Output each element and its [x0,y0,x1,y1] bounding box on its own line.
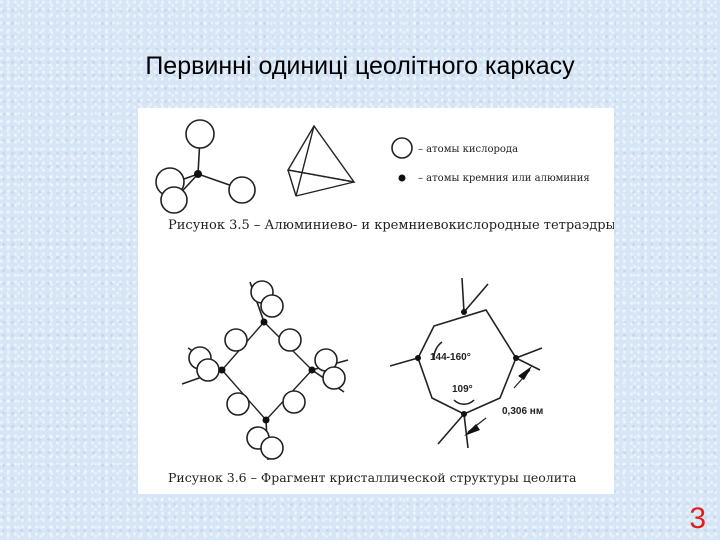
oxygen-atom [260,294,284,318]
oxygen-atom [278,328,302,352]
oxygen-atom [282,390,306,414]
distance-label: 0,306 нм [502,406,543,417]
angle-label-small: 109° [452,384,473,395]
silicon-atom [415,355,421,361]
legend-silicon-icon [398,174,406,182]
angle-label-large: 144-160° [430,352,471,363]
oxygen-atom [185,119,215,149]
tetrahedron-ball-stick [155,119,256,214]
oxygen-atom [226,392,250,416]
figure-caption-top: Рисунок 3.5 – Алюминиево- и кремниевокис… [168,218,614,233]
zeolite-ring-ball-stick [181,280,349,461]
figure-panel: – атомы кислорода – атомы кремния или ал… [138,108,614,494]
oxygen-atom [224,328,248,352]
silicon-atom [218,366,226,374]
silicon-atom [461,411,467,417]
legend-oxygen-label: – атомы кислорода [418,144,518,155]
angle-arc [433,341,443,361]
zeolite-diagram: – атомы кислорода – атомы кремния или ал… [155,119,614,485]
silicon-atom [513,355,519,361]
tetrahedron-wireframe [286,124,356,197]
legend: – атомы кислорода – атомы кремния или ал… [391,137,590,184]
silicon-atom [461,309,467,315]
silicon-atom [194,170,202,178]
silicon-atom [262,416,270,424]
slide-title: Первинні одиниці цеолітного каркасу [145,52,575,80]
oxygen-atom [260,436,284,460]
legend-oxygen-icon [391,137,413,159]
silicon-atom [260,318,268,326]
oxygen-atom [196,358,220,382]
arrow-head [518,366,532,380]
oxygen-atom [160,186,188,214]
silicon-atom [308,366,316,374]
arrow-head [464,424,480,436]
figure-caption-bottom: Рисунок 3.6 – Фрагмент кристаллической с… [168,470,577,485]
zeolite-ring-geometry [389,277,543,449]
page-number: 3 [689,502,706,535]
oxygen-atom [322,366,346,390]
angle-arc [453,399,475,405]
oxygen-atom [228,176,256,204]
legend-silicon-label: – атомы кремния или алюминия [418,173,590,184]
